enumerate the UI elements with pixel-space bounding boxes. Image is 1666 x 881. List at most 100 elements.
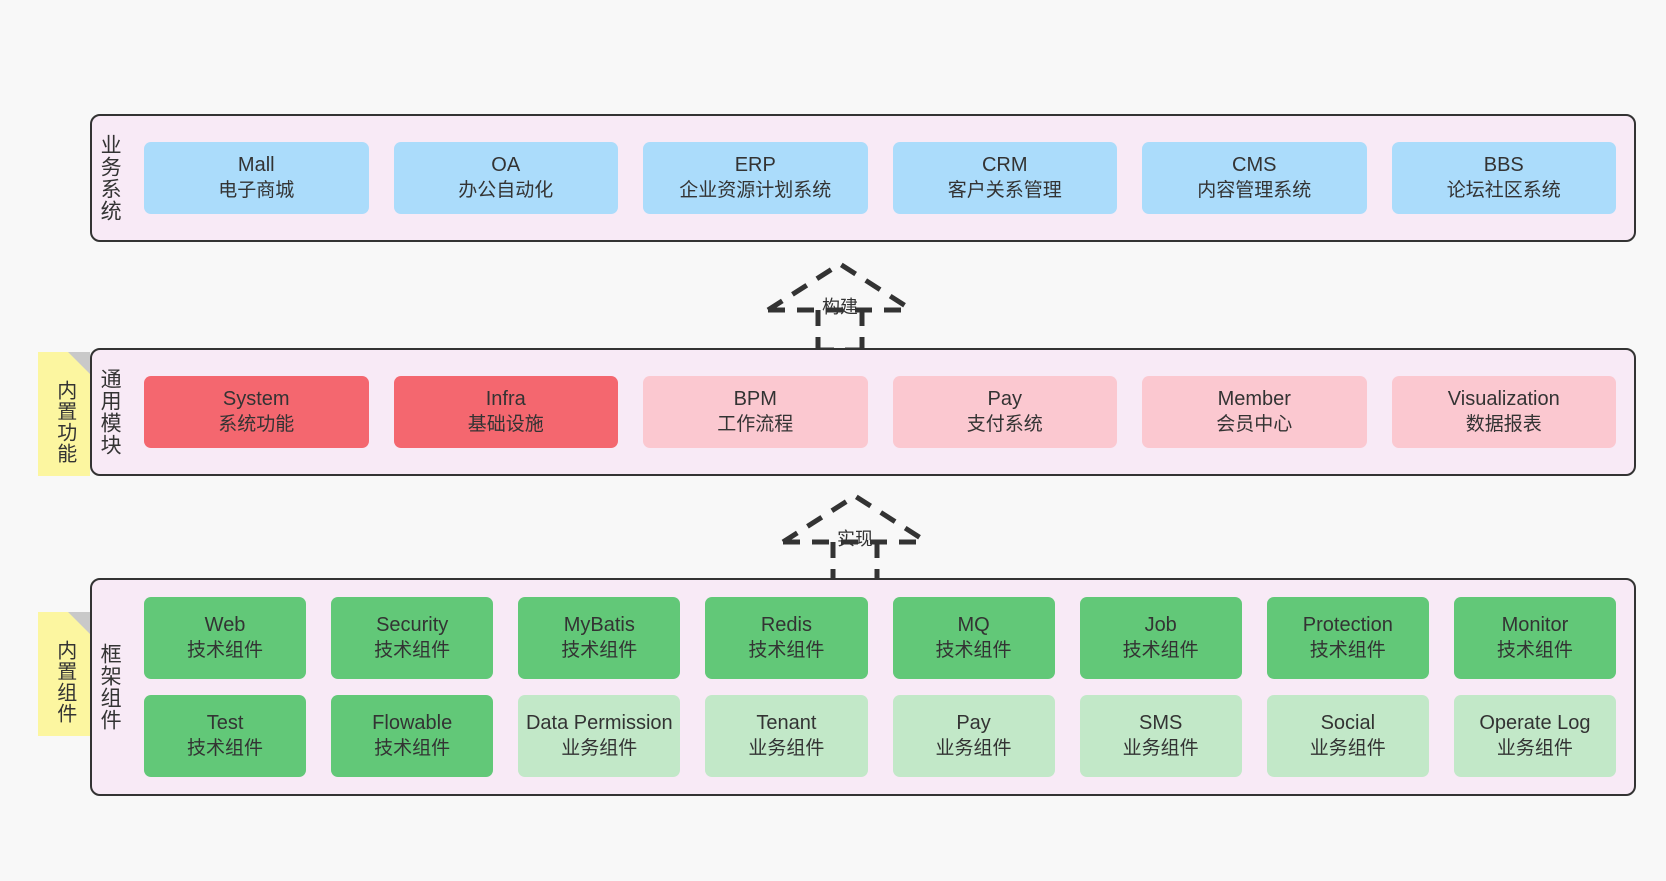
- node-title-cn: 技术组件: [748, 639, 825, 661]
- connector-build-label: 构建: [822, 297, 858, 317]
- node-title-en: CMS: [1232, 154, 1277, 177]
- node-erp[interactable]: ERP 企业资源计划系统: [643, 142, 868, 214]
- node-job[interactable]: Job 技术组件: [1079, 597, 1242, 679]
- node-flowable[interactable]: Flowable 技术组件: [331, 695, 494, 777]
- node-title-cn: 客户关系管理: [947, 179, 1062, 201]
- node-title-cn: 会员中心: [1216, 413, 1293, 435]
- node-operate-log[interactable]: Operate Log 业务组件: [1453, 695, 1616, 777]
- node-title-en: Web: [204, 614, 246, 637]
- node-monitor[interactable]: Monitor 技术组件: [1453, 597, 1616, 679]
- node-title-en: BPM: [733, 388, 777, 411]
- node-test[interactable]: Test 技术组件: [144, 695, 307, 777]
- layer-business-system: 业务系统 Mall 电子商城 OA 办公自动化 ERP 企业资源计划系统 CRM: [90, 114, 1636, 242]
- node-title-cn: 工作流程: [717, 413, 794, 435]
- node-title-en: CRM: [981, 154, 1028, 177]
- node-title-cn: 技术组件: [187, 639, 264, 661]
- node-crm[interactable]: CRM 客户关系管理: [892, 142, 1117, 214]
- node-title-en: MyBatis: [563, 614, 635, 637]
- node-infra[interactable]: Infra 基础设施: [393, 376, 618, 448]
- connector-implement-label: 实现: [837, 529, 873, 549]
- layer-framework-components: 框架组件 Web 技术组件 Security 技术组件 MyBatis 技术组件…: [90, 578, 1636, 796]
- node-row: System 系统功能 Infra 基础设施 BPM 工作流程 Pay 支付系统…: [144, 376, 1616, 448]
- node-title-en: Operate Log: [1479, 712, 1591, 735]
- node-title-en: Data Permission: [525, 712, 673, 735]
- node-title-cn: 系统功能: [218, 413, 295, 435]
- node-social[interactable]: Social 业务组件: [1266, 695, 1429, 777]
- node-bbs[interactable]: BBS 论坛社区系统: [1391, 142, 1616, 214]
- node-protection[interactable]: Protection 技术组件: [1266, 597, 1429, 679]
- node-title-cn: 基础设施: [467, 413, 544, 435]
- node-title-en: Pay: [987, 388, 1022, 411]
- node-system[interactable]: System 系统功能: [144, 376, 369, 448]
- connector-implement: 实现: [775, 490, 935, 585]
- node-title-en: SMS: [1139, 712, 1183, 735]
- layer-general-modules-title: 通用模块: [98, 368, 122, 456]
- node-cms[interactable]: CMS 内容管理系统: [1142, 142, 1367, 214]
- node-title-cn: 内容管理系统: [1197, 179, 1312, 201]
- node-title-en: OA: [491, 154, 521, 177]
- node-mall[interactable]: Mall 电子商城: [144, 142, 369, 214]
- node-mybatis[interactable]: MyBatis 技术组件: [518, 597, 681, 679]
- node-pay-module[interactable]: Pay 支付系统: [892, 376, 1117, 448]
- node-redis[interactable]: Redis 技术组件: [705, 597, 868, 679]
- layer-framework-components-body: Web 技术组件 Security 技术组件 MyBatis 技术组件 Redi…: [126, 580, 1634, 794]
- node-title-cn: 数据报表: [1465, 413, 1542, 435]
- node-pay-component[interactable]: Pay 业务组件: [892, 695, 1055, 777]
- node-title-en: Visualization: [1447, 388, 1560, 411]
- node-member[interactable]: Member 会员中心: [1142, 376, 1367, 448]
- node-row: Test 技术组件 Flowable 技术组件 Data Permission …: [144, 695, 1616, 777]
- node-title-en: Protection: [1302, 614, 1393, 637]
- layer-framework-components-title: 框架组件: [98, 643, 122, 731]
- node-title-cn: 业务组件: [1309, 737, 1386, 759]
- layer-business-system-title: 业务系统: [98, 134, 122, 222]
- node-title-en: Job: [1144, 614, 1177, 637]
- note-builtin-component: 内置组件: [38, 612, 90, 736]
- node-bpm[interactable]: BPM 工作流程: [643, 376, 868, 448]
- node-title-en: Tenant: [756, 712, 817, 735]
- node-title-cn: 企业资源计划系统: [679, 179, 832, 201]
- node-title-cn: 支付系统: [966, 413, 1043, 435]
- node-title-cn: 电子商城: [218, 179, 295, 201]
- node-title-en: Flowable: [372, 712, 453, 735]
- node-oa[interactable]: OA 办公自动化: [393, 142, 618, 214]
- node-title-en: Redis: [760, 614, 812, 637]
- node-title-cn: 技术组件: [374, 737, 451, 759]
- node-title-cn: 技术组件: [374, 639, 451, 661]
- node-row: Mall 电子商城 OA 办公自动化 ERP 企业资源计划系统 CRM 客户关系…: [144, 142, 1616, 214]
- node-row: Web 技术组件 Security 技术组件 MyBatis 技术组件 Redi…: [144, 597, 1616, 679]
- node-title-en: Pay: [956, 712, 991, 735]
- node-data-permission[interactable]: Data Permission 业务组件: [518, 695, 681, 777]
- node-mq[interactable]: MQ 技术组件: [892, 597, 1055, 679]
- node-title-cn: 业务组件: [561, 737, 638, 759]
- node-title-cn: 技术组件: [935, 639, 1012, 661]
- node-tenant[interactable]: Tenant 业务组件: [705, 695, 868, 777]
- node-title-en: Member: [1217, 388, 1291, 411]
- node-title-en: Security: [376, 614, 449, 637]
- node-title-cn: 技术组件: [561, 639, 638, 661]
- node-title-en: ERP: [734, 154, 776, 177]
- connector-build: 构建: [760, 258, 920, 353]
- node-title-cn: 业务组件: [935, 737, 1012, 759]
- node-title-en: BBS: [1483, 154, 1524, 177]
- node-sms[interactable]: SMS 业务组件: [1079, 695, 1242, 777]
- node-title-cn: 论坛社区系统: [1446, 179, 1561, 201]
- note-builtin-component-label: 内置组件: [53, 640, 76, 724]
- node-title-cn: 业务组件: [748, 737, 825, 759]
- note-builtin-function: 内置功能: [38, 352, 90, 476]
- node-web[interactable]: Web 技术组件: [144, 597, 307, 679]
- node-title-cn: 技术组件: [187, 737, 264, 759]
- node-visualization[interactable]: Visualization 数据报表: [1391, 376, 1616, 448]
- layer-general-modules-body: System 系统功能 Infra 基础设施 BPM 工作流程 Pay 支付系统…: [126, 350, 1634, 474]
- node-title-en: Mall: [237, 154, 275, 177]
- layer-business-system-body: Mall 电子商城 OA 办公自动化 ERP 企业资源计划系统 CRM 客户关系…: [126, 116, 1634, 240]
- node-title-en: Monitor: [1501, 614, 1569, 637]
- note-builtin-function-label: 内置功能: [53, 380, 76, 464]
- node-title-en: Test: [206, 712, 244, 735]
- node-security[interactable]: Security 技术组件: [331, 597, 494, 679]
- node-title-cn: 业务组件: [1496, 737, 1573, 759]
- node-title-en: MQ: [957, 614, 990, 637]
- node-title-cn: 办公自动化: [458, 179, 554, 201]
- node-title-en: System: [222, 388, 290, 411]
- layer-general-modules: 通用模块 System 系统功能 Infra 基础设施 BPM 工作流程 Pay: [90, 348, 1636, 476]
